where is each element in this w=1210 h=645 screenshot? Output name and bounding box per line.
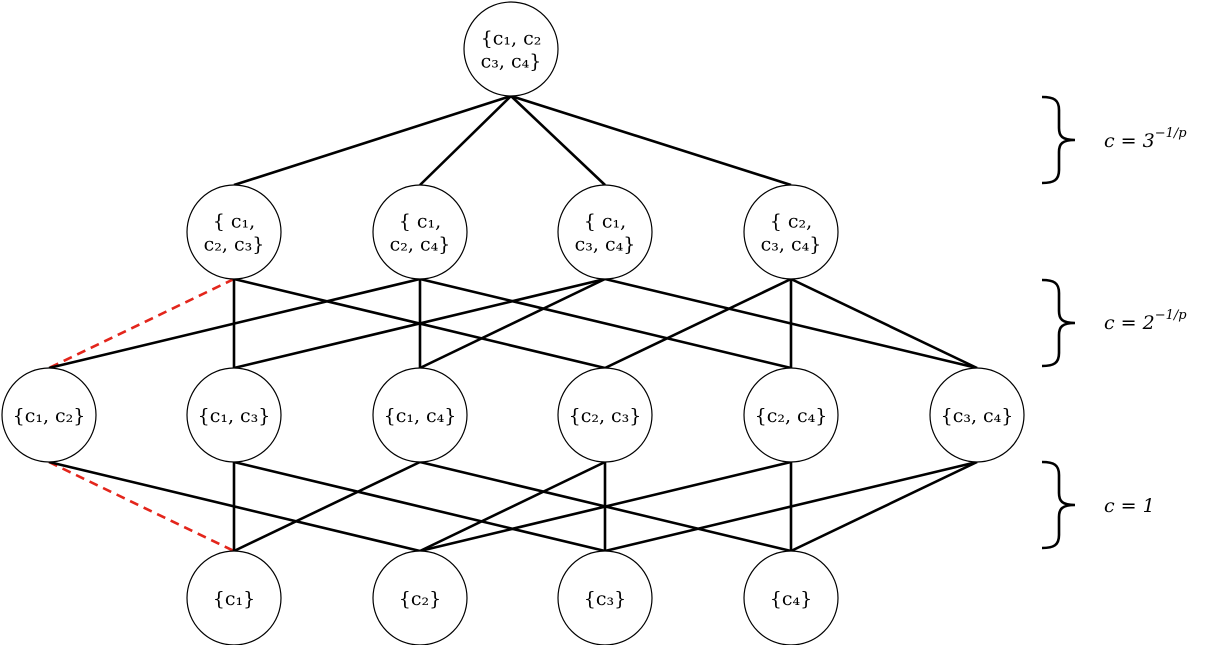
node-label-c2c3-0: {c₂, c₃} [569, 405, 642, 427]
node-label-c2-0: {c₂} [399, 588, 441, 610]
node-circle-c2c4 [743, 367, 839, 463]
node-label-c1c3c4-0: { c₁, [584, 211, 626, 233]
edge-c1c2c4-c1c2 [48, 277, 421, 370]
edge-c1c2c3c4-c1c3c4 [510, 95, 606, 186]
edge-c2c3c4-c3c4 [790, 277, 978, 370]
node-circle-c4 [743, 550, 839, 645]
edge-c1c2c3-c1c2 [48, 277, 235, 370]
node-c1c2c4: { c₁,c₂, c₄} [372, 184, 468, 280]
node-c1c2c3: { c₁,c₂, c₃} [186, 184, 282, 280]
node-circle-c1c2 [1, 367, 97, 463]
edge-c1c2c3c4-c1c2c4 [419, 95, 512, 186]
node-label-c1c2c3c4-0: {c₁, c₂ [481, 28, 542, 50]
node-c1c3c4: { c₁,c₃, c₄} [557, 184, 653, 280]
node-circle-c3c4 [929, 367, 1025, 463]
node-circle-c1c3c4 [557, 184, 653, 280]
node-c2c3c4: { c₂,c₃, c₄} [743, 184, 839, 280]
node-circle-c1c4 [372, 367, 468, 463]
brace-mid [1041, 278, 1076, 368]
edge-c1c3-c3 [233, 460, 606, 553]
node-label-c2c3c4-1: c₃, c₄} [761, 234, 822, 256]
node-label-c1c3c4-1: c₃, c₄} [575, 234, 636, 256]
edge-c2c3c4-c2c3 [604, 277, 792, 370]
node-circle-c2 [372, 550, 468, 645]
level-brace-bottom: c = 1 [1041, 460, 1155, 550]
node-c4: {c₄} [743, 550, 839, 645]
node-circle-c1c3 [186, 367, 282, 463]
node-label-c1c2c3c4-1: c₃, c₄} [481, 51, 542, 73]
node-label-c3-0: {c₃} [584, 588, 626, 610]
node-label-c1c3-0: {c₁, c₃} [198, 405, 271, 427]
edge-layer [48, 94, 978, 553]
node-label-c1-0: {c₁} [213, 588, 255, 610]
edge-c1c4-c1 [233, 460, 421, 553]
level-brace-top: c = 3−1/p [1041, 95, 1187, 185]
node-c2c3: {c₂, c₃} [557, 367, 653, 463]
edge-c2c4-c2 [419, 460, 792, 553]
edge-c1c3c4-c1c4 [419, 277, 606, 370]
node-circle-c1c2c3 [186, 184, 282, 280]
level-label-mid: c = 2−1/p [1104, 308, 1187, 334]
node-c1c4: {c₁, c₄} [372, 367, 468, 463]
node-c1c3: {c₁, c₃} [186, 367, 282, 463]
node-circle-c2c3 [557, 367, 653, 463]
node-circle-c2c3c4 [743, 184, 839, 280]
node-label-c1c2c4-0: { c₁, [399, 211, 441, 233]
edge-c2c3-c2 [419, 460, 606, 553]
level-label-bottom: c = 1 [1104, 495, 1155, 517]
edge-c3c4-c3 [604, 460, 978, 553]
node-c2: {c₂} [372, 550, 468, 645]
node-circle-c3 [557, 550, 653, 645]
node-circle-c1c2c4 [372, 184, 468, 280]
node-label-c1c2c4-1: c₂, c₄} [390, 234, 451, 256]
node-label-c3c4-0: {c₃, c₄} [941, 405, 1014, 427]
edge-c1c3c4-c1c3 [233, 277, 606, 370]
edge-c1c2-c1 [48, 460, 235, 553]
level-brace-mid: c = 2−1/p [1041, 278, 1187, 368]
level-label-top: c = 3−1/p [1104, 126, 1187, 152]
node-c1c2: {c₁, c₂} [1, 367, 97, 463]
node-c1: {c₁} [186, 550, 282, 645]
node-label-c2c3c4-0: { c₂, [770, 211, 812, 233]
node-label-c1c4-0: {c₁, c₄} [384, 405, 457, 427]
node-label-c4-0: {c₄} [770, 588, 812, 610]
node-c3: {c₃} [557, 550, 653, 645]
node-circle-c1 [186, 550, 282, 645]
brace-top [1041, 95, 1076, 185]
brace-bottom [1041, 460, 1076, 550]
node-label-c1c2-0: {c₁, c₂} [13, 405, 86, 427]
node-label-c1c2c3-1: c₂, c₃} [204, 234, 265, 256]
node-circle-c1c2c3c4 [463, 1, 559, 97]
edge-c3c4-c4 [790, 460, 978, 553]
node-label-c2c4-0: {c₂, c₄} [755, 405, 828, 427]
node-c2c4: {c₂, c₄} [743, 367, 839, 463]
edge-c1c2c4-c2c4 [419, 277, 792, 370]
node-label-c1c2c3-0: { c₁, [213, 211, 255, 233]
edge-c1c2c3c4-c2c3c4 [510, 94, 792, 187]
node-c3c4: {c₃, c₄} [929, 367, 1025, 463]
edge-c1c2c3c4-c1c2c3 [233, 94, 512, 187]
